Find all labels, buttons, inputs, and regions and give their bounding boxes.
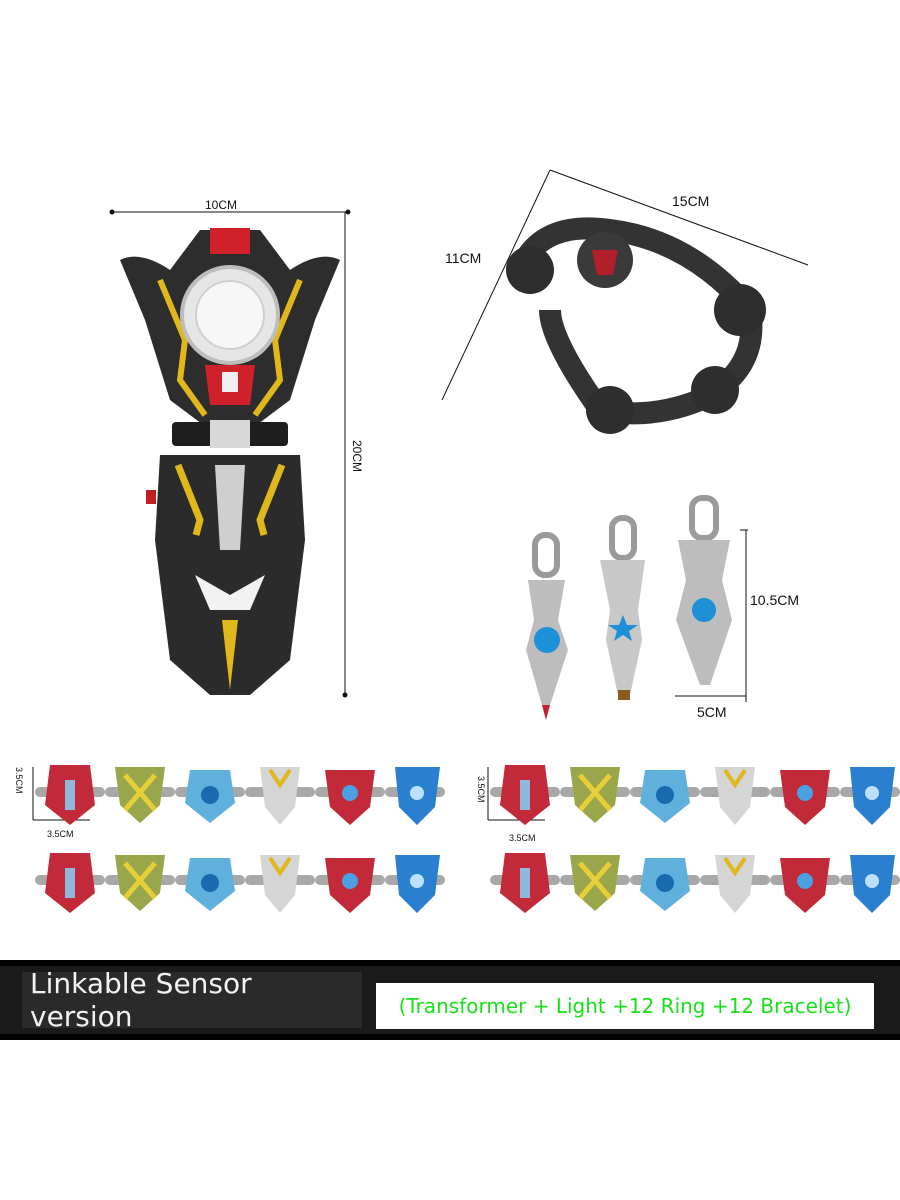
key-1 — [526, 532, 568, 720]
rings-set-left — [15, 755, 455, 930]
rings-right-illustration — [487, 755, 900, 930]
bracelet-height-label: 11CM — [445, 250, 482, 266]
keys-height-label: 10.5CM — [750, 592, 800, 608]
key-3 — [675, 495, 748, 702]
keys-illustration — [526, 495, 748, 720]
transformer-device — [100, 190, 360, 710]
transformer-illustration — [109, 209, 351, 698]
bracelet-illustration — [441, 169, 809, 434]
ring-width-label-left: 3.5CM — [47, 829, 74, 839]
bracelet — [430, 160, 830, 450]
rings-left-illustration — [32, 765, 455, 930]
version-label: Linkable Sensor version — [30, 967, 252, 1033]
rings-set-right — [470, 755, 900, 930]
key-2 — [600, 515, 645, 700]
ring-green-gold — [105, 767, 175, 823]
contents-label-box: (Transformer + Light +12 Ring +12 Bracel… — [376, 983, 874, 1029]
ring-height-label-left: 3.5CM — [14, 767, 24, 794]
version-label-box: Linkable Sensor version — [22, 967, 362, 1033]
ring-blue-crystal — [175, 770, 245, 823]
transformer-width-label: 10CM — [205, 198, 238, 212]
transform-keys — [510, 490, 760, 730]
contents-label: (Transformer + Light +12 Ring +12 Bracel… — [398, 994, 852, 1018]
ring-blue — [385, 767, 445, 825]
ring-height-label-right: 3.5CM — [476, 776, 486, 803]
transformer-height-label: 20CM — [350, 440, 364, 473]
ring-silver-gold — [245, 767, 315, 825]
keys-width-label: 5CM — [697, 704, 727, 720]
bracelet-width-label: 15CM — [672, 193, 710, 209]
ring-red-silver — [315, 770, 385, 825]
ring-width-label-right: 3.5CM — [509, 833, 536, 843]
ring-red — [35, 765, 105, 825]
